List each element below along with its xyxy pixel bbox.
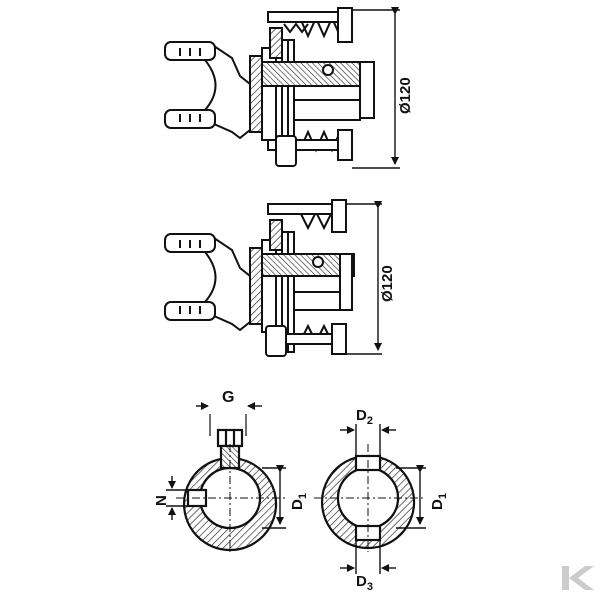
d3-label: D3 bbox=[356, 573, 373, 593]
d2-label: D2 bbox=[356, 407, 373, 427]
right-hub-cross-section bbox=[320, 454, 416, 550]
top-clutch-assembly bbox=[164, 7, 375, 167]
d1-right-dimension bbox=[396, 465, 426, 529]
top-diameter-label: Ø120 bbox=[397, 77, 414, 114]
d1-left-label: D1 bbox=[289, 493, 309, 510]
right-section-centerlines bbox=[314, 444, 424, 552]
d2-dimension bbox=[340, 424, 396, 458]
d1-left-dimension bbox=[262, 465, 286, 529]
d3-dimension bbox=[340, 538, 396, 574]
middle-clutch-assembly bbox=[164, 199, 355, 357]
d1-right-label: D1 bbox=[429, 493, 449, 510]
g-label: G bbox=[222, 389, 234, 406]
top-diameter-dimension bbox=[352, 7, 400, 169]
middle-diameter-dimension bbox=[346, 201, 382, 355]
middle-diameter-label: Ø120 bbox=[379, 265, 396, 302]
n-label: N bbox=[153, 495, 170, 506]
left-section-centerlines bbox=[176, 444, 286, 552]
k-brand-logo-icon bbox=[562, 566, 594, 590]
n-dimension bbox=[166, 476, 190, 520]
